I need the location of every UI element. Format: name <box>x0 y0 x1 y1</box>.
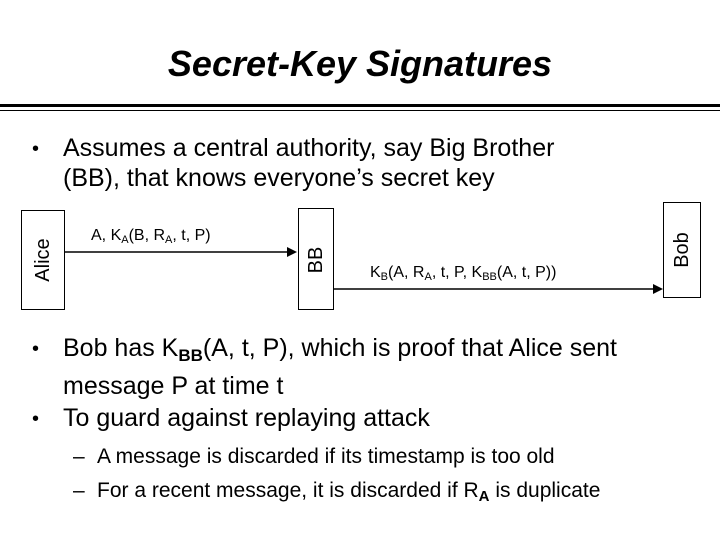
bullet-marker: • <box>32 338 40 360</box>
bullet-marker: • <box>32 138 40 160</box>
sub-bullet-1: A message is discarded if its timestamp … <box>97 445 555 468</box>
bullet-marker: • <box>32 408 40 430</box>
arrow-bb-to-bob <box>334 284 663 294</box>
dash-marker: – <box>73 479 85 502</box>
message-bb-to-bob: KB(A, RA, t, P, KBB(A, t, P)) <box>370 264 557 283</box>
title-divider-thin <box>0 110 720 111</box>
bob-box <box>663 202 701 298</box>
bullet-1-line-1: Assumes a central authority, say Big Bro… <box>63 134 555 162</box>
title-divider <box>0 104 720 107</box>
bullet-2: Bob has KBB(A, t, P), which is proof tha… <box>63 333 713 401</box>
bullet-3: To guard against replaying attack <box>63 404 430 432</box>
bob-label: Bob <box>671 232 693 268</box>
bullet-1-line-2: (BB), that knows everyone’s secret key <box>63 164 495 192</box>
alice-label: Alice <box>32 238 54 282</box>
bb-box <box>298 208 334 310</box>
bullet-1: Assumes a central authority, say Big Bro… <box>63 133 703 193</box>
alice-box <box>21 210 65 310</box>
dash-marker: – <box>73 445 85 468</box>
slide-title: Secret-Key Signatures <box>167 43 553 84</box>
bullet-2-line-1: Bob has KBB(A, t, P), which is proof tha… <box>63 334 617 365</box>
arrow-alice-to-bb <box>65 247 297 257</box>
message-alice-to-bb: A, KA(B, RA, t, P) <box>91 227 211 246</box>
bb-label: BB <box>305 246 327 274</box>
bullet-2-line-2: message P at time t <box>63 372 284 400</box>
sub-bullet-2: For a recent message, it is discarded if… <box>97 479 601 505</box>
